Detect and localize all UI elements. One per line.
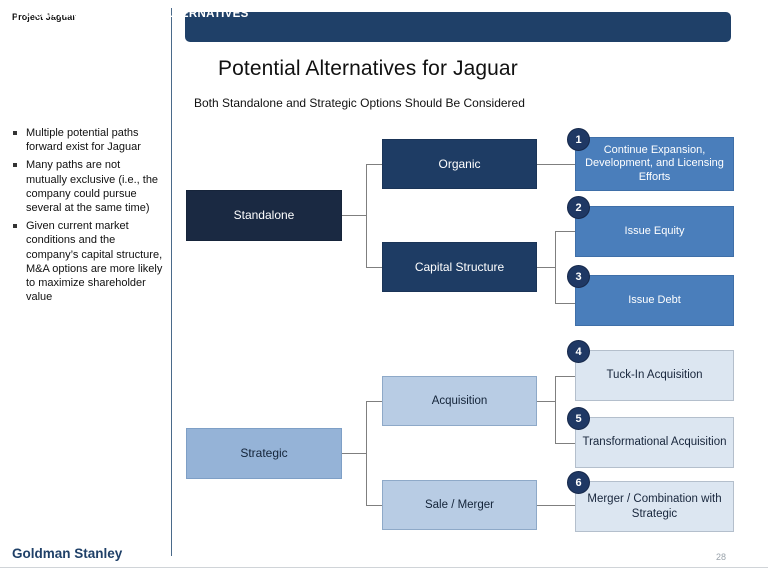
- connector: [366, 164, 367, 267]
- node-sale-merger[interactable]: Sale / Merger: [382, 480, 537, 530]
- node-organic[interactable]: Organic: [382, 139, 537, 189]
- bullet-square-icon: [13, 224, 17, 228]
- node-acquisition-label: Acquisition: [431, 394, 488, 407]
- vertical-divider: [171, 8, 172, 556]
- node-capital-structure-label: Capital Structure: [414, 259, 505, 274]
- badge-6: 6: [567, 471, 590, 494]
- bullet-square-icon: [13, 131, 17, 135]
- connector: [555, 443, 575, 444]
- connector: [555, 376, 556, 443]
- connector: [366, 164, 382, 165]
- connector: [366, 267, 382, 268]
- badge-4-number: 4: [575, 345, 582, 358]
- connector: [366, 401, 367, 505]
- node-issue-equity[interactable]: Issue Equity: [575, 206, 734, 257]
- badge-3: 3: [567, 265, 590, 288]
- node-sale-merger-label: Sale / Merger: [424, 498, 495, 511]
- brand-logo-text: Goldman Stanley: [12, 546, 123, 561]
- badge-1: 1: [567, 128, 590, 151]
- node-strategic[interactable]: Strategic: [186, 428, 342, 479]
- list-item: Multiple potential paths forward exist f…: [12, 126, 164, 154]
- badge-2: 2: [567, 196, 590, 219]
- bullet-list: Multiple potential paths forward exist f…: [12, 126, 164, 308]
- node-merger-combination[interactable]: Merger / Combination with Strategic: [575, 481, 734, 532]
- connector: [366, 505, 382, 506]
- node-standalone[interactable]: Standalone: [186, 190, 342, 241]
- page-title: Potential Alternatives for Jaguar: [218, 57, 518, 80]
- connector: [342, 453, 366, 454]
- list-item: Given current market conditions and the …: [12, 219, 164, 304]
- connector: [537, 401, 555, 402]
- connector: [555, 376, 575, 377]
- badge-1-number: 1: [575, 133, 582, 146]
- header-banner: [185, 12, 731, 42]
- list-item: Many paths are not mutually exclusive (i…: [12, 158, 164, 215]
- badge-4: 4: [567, 340, 590, 363]
- connector: [555, 303, 575, 304]
- connector: [555, 231, 575, 232]
- bullet-text: Multiple potential paths forward exist f…: [26, 127, 141, 154]
- connector: [537, 505, 575, 506]
- badge-3-number: 3: [575, 270, 582, 283]
- connector: [555, 231, 556, 303]
- node-transformational-acquisition[interactable]: Transformational Acquisition: [575, 417, 734, 468]
- node-continue-expansion-label: Continue Expansion, Development, and Lic…: [585, 143, 724, 183]
- node-merger-combination-label: Merger / Combination with Strategic: [587, 493, 722, 520]
- node-organic-label: Organic: [438, 156, 481, 171]
- page-subtitle: Both Standalone and Strategic Options Sh…: [194, 96, 525, 110]
- node-continue-expansion[interactable]: Continue Expansion, Development, and Lic…: [575, 137, 734, 191]
- bullet-square-icon: [13, 163, 17, 167]
- node-issue-equity-label: Issue Equity: [624, 224, 685, 237]
- connector: [537, 164, 575, 165]
- badge-5: 5: [567, 407, 590, 430]
- connector: [537, 267, 555, 268]
- node-strategic-label: Strategic: [240, 446, 288, 461]
- footer-divider: [0, 567, 768, 568]
- node-issue-debt[interactable]: Issue Debt: [575, 275, 734, 326]
- badge-5-number: 5: [575, 412, 582, 425]
- badge-6-number: 6: [575, 476, 582, 489]
- banner-label: POTENTIAL STRATEGIC ALTERNATIVES: [16, 8, 249, 20]
- node-transformational-acquisition-label: Transformational Acquisition: [582, 436, 727, 449]
- badge-2-number: 2: [575, 201, 582, 214]
- node-tuck-in-acquisition-label: Tuck-In Acquisition: [606, 369, 703, 382]
- node-standalone-label: Standalone: [233, 208, 295, 223]
- page-number: 28: [716, 552, 727, 562]
- connector: [366, 401, 382, 402]
- node-acquisition[interactable]: Acquisition: [382, 376, 537, 426]
- node-tuck-in-acquisition[interactable]: Tuck-In Acquisition: [575, 350, 734, 401]
- bullet-text: Given current market conditions and the …: [26, 220, 163, 304]
- node-capital-structure[interactable]: Capital Structure: [382, 242, 537, 292]
- connector: [342, 215, 366, 216]
- bullet-text: Many paths are not mutually exclusive (i…: [26, 159, 159, 215]
- project-tag: Project Jaguar: [12, 12, 76, 22]
- node-issue-debt-label: Issue Debt: [628, 293, 681, 306]
